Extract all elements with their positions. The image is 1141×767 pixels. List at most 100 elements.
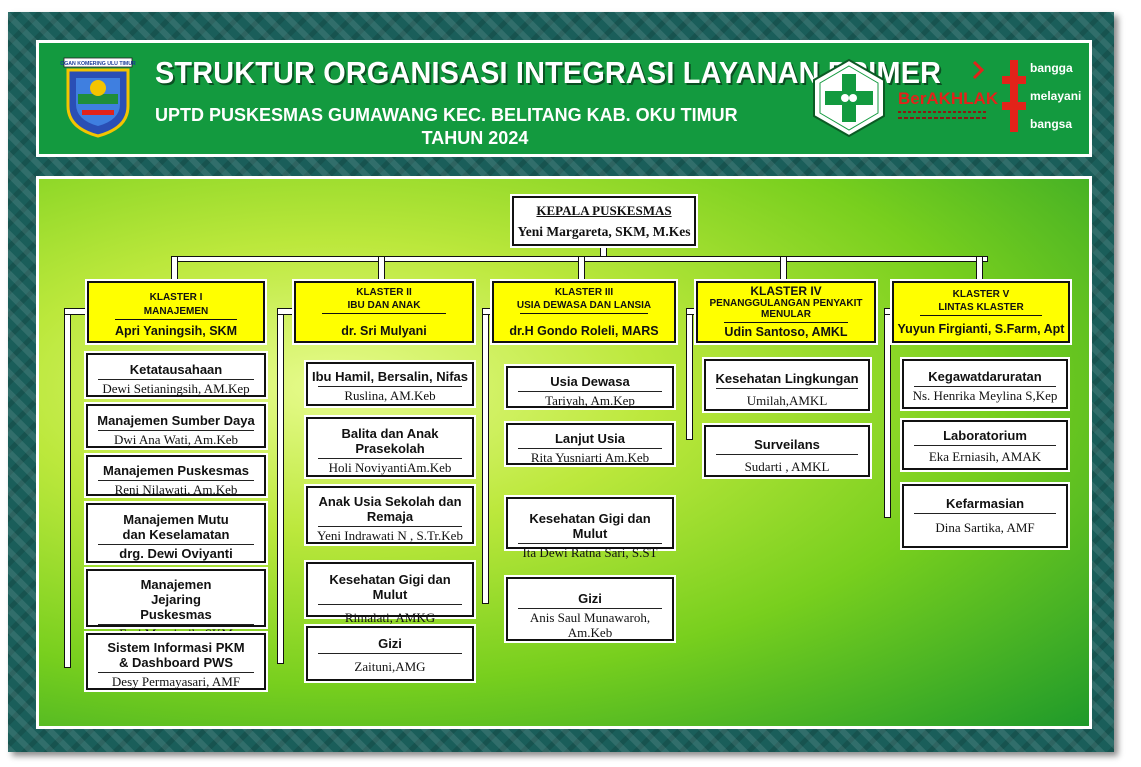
unit-person: Dewi Setianingsih, AM.Kep bbox=[102, 381, 250, 396]
cluster-number: KLASTER III bbox=[554, 287, 614, 298]
unit-person: Anis Saul Munawaroh, Am.Keb bbox=[529, 610, 651, 640]
unit-title: Lanjut Usia bbox=[554, 431, 626, 446]
cluster-name: IBU DAN ANAK bbox=[347, 300, 421, 311]
unit-title: Anak Usia Sekolah dan Remaja bbox=[318, 494, 462, 524]
cluster-name: MANAJEMEN bbox=[143, 306, 209, 317]
unit-box: Gizi Anis Saul Munawaroh, Am.Keb bbox=[506, 577, 674, 641]
unit-person: Umilah,AMKL bbox=[746, 393, 828, 408]
cluster-4-header: KLASTER IV PENANGGULANGAN PENYAKIT MENUL… bbox=[696, 281, 876, 343]
connector-line bbox=[64, 308, 71, 668]
cluster-number: KLASTER II bbox=[356, 287, 412, 298]
cluster-number: KLASTER V bbox=[952, 289, 1010, 300]
unit-title: Usia Dewasa bbox=[550, 374, 630, 389]
kepala-name: Yeni Margareta, SKM, M.Kes bbox=[517, 224, 691, 239]
bangga-melayani-logo-icon: bangga melayani bangsa bbox=[1002, 60, 1081, 132]
unit-box: Surveilans Sudarti , AMKL bbox=[704, 425, 870, 477]
melayani-text: melayani bbox=[1030, 89, 1081, 103]
unit-box: Laboratorium Eka Erniasih, AMAK bbox=[902, 420, 1068, 470]
unit-title: Balita dan Anak Prasekolah bbox=[341, 426, 439, 456]
unit-person: Holi NoviyantiAm.Keb bbox=[328, 460, 452, 475]
unit-person: Reni Nilawati, Am.Keb bbox=[114, 482, 238, 497]
unit-title: Manajemen Sumber Daya bbox=[97, 413, 255, 428]
unit-box: Gizi Zaituni,AMG bbox=[306, 626, 474, 681]
unit-title: Laboratorium bbox=[943, 428, 1027, 443]
cluster-name: USIA DEWASA DAN LANSIA bbox=[516, 300, 652, 311]
bangga-text: bangga bbox=[1030, 61, 1073, 75]
berakhlak-text: BerAKHLAK bbox=[898, 89, 999, 108]
cluster-2-header: KLASTER II IBU DAN ANAK dr. Sri Mulyani bbox=[294, 281, 474, 343]
unit-box: Kesehatan Lingkungan Umilah,AMKL bbox=[704, 359, 870, 411]
kepala-puskesmas-box: KEPALA PUSKESMAS Yeni Margareta, SKM, M.… bbox=[512, 196, 696, 246]
unit-person: Rimalati, AMKG bbox=[344, 610, 436, 625]
unit-title: Kegawatdaruratan bbox=[928, 369, 1042, 384]
unit-box: Manajemen Puskesmas Reni Nilawati, Am.Ke… bbox=[86, 455, 266, 497]
unit-box: Kesehatan Gigi dan Mulut Rimalati, AMKG bbox=[306, 562, 474, 625]
cluster-head: dr. Sri Mulyani bbox=[341, 324, 427, 338]
unit-title: Surveilans bbox=[754, 437, 820, 452]
unit-title: Ibu Hamil, Bersalin, Nifas bbox=[311, 369, 469, 384]
header-banner: STRUKTUR ORGANISASI INTEGRASI LAYANAN PR… bbox=[36, 40, 1092, 157]
unit-title: Gizi bbox=[578, 591, 602, 606]
connector-line bbox=[686, 308, 693, 440]
unit-box: Manajemen Mutu dan Keselamatan drg. Dewi… bbox=[86, 503, 266, 563]
connector-line bbox=[171, 256, 178, 282]
unit-person: Ita Dewi Ratna Sari, S.ST bbox=[522, 545, 658, 560]
unit-box: Ketatausahaan Dewi Setianingsih, AM.Kep bbox=[86, 353, 266, 397]
unit-person: Eka Erniasih, AMAK bbox=[928, 449, 1042, 464]
unit-box: Kegawatdaruratan Ns. Henrika Meylina S,K… bbox=[902, 359, 1068, 409]
unit-person: Ns. Henrika Meylina S,Kep bbox=[912, 388, 1058, 403]
page-subtitle: UPTD PUSKESMAS GUMAWANG KEC. BELITANG KA… bbox=[155, 105, 738, 125]
page-title: STRUKTUR ORGANISASI INTEGRASI LAYANAN PR… bbox=[155, 55, 942, 90]
puskesmas-logo-icon bbox=[813, 58, 885, 138]
unit-person: Ruslina, AM.Keb bbox=[344, 388, 436, 403]
unit-person: Yeni Indrawati N , S.Tr.Keb bbox=[317, 528, 463, 543]
regency-emblem-icon: OGAN KOMERING ULU TIMUR bbox=[60, 57, 136, 138]
unit-box: Anak Usia Sekolah dan Remaja Yeni Indraw… bbox=[306, 486, 474, 544]
unit-box: Manajemen Sumber Daya Dwi Ana Wati, Am.K… bbox=[86, 404, 266, 448]
connector-line bbox=[976, 256, 983, 282]
unit-title: Gizi bbox=[378, 636, 402, 651]
unit-person: Dina Sartika, AMF bbox=[935, 520, 1035, 535]
unit-box: Kefarmasian Dina Sartika, AMF bbox=[902, 484, 1068, 548]
cluster-5-header: KLASTER V LINTAS KLASTER Yuyun Firgianti… bbox=[892, 281, 1070, 343]
cluster-name: PENANGGULANGAN PENYAKIT MENULAR bbox=[709, 298, 863, 320]
cluster-head: Yuyun Firgianti, S.Farm, Apt bbox=[897, 322, 1065, 336]
connector-line bbox=[884, 308, 891, 518]
unit-title: Kefarmasian bbox=[945, 496, 1025, 511]
unit-box: Manajemen Jejaring Puskesmas Erni Murnia… bbox=[86, 569, 266, 641]
bangsa-text: bangsa bbox=[1030, 117, 1072, 131]
cluster-3-header: KLASTER III USIA DEWASA DAN LANSIA dr.H … bbox=[492, 281, 676, 343]
unit-box: Sistem Informasi PKM & Dashboard PWS Des… bbox=[86, 633, 266, 690]
unit-person: Zaituni,AMG bbox=[354, 659, 426, 674]
unit-title: Manajemen Puskesmas bbox=[103, 463, 249, 478]
cluster-1-header: KLASTER I MANAJEMEN Apri Yaningsih, SKM bbox=[87, 281, 265, 343]
unit-title: Manajemen Mutu dan Keselamatan bbox=[122, 512, 230, 542]
unit-title: Manajemen Jejaring Puskesmas bbox=[140, 577, 212, 622]
unit-person: Dwi Ana Wati, Am.Keb bbox=[113, 432, 238, 447]
unit-person: Desy Permayasari, AMF bbox=[111, 674, 241, 689]
connector-line bbox=[64, 308, 88, 315]
unit-person: Tariyah, Am.Kep bbox=[545, 393, 635, 408]
unit-title: Ketatausahaan bbox=[129, 362, 223, 377]
unit-box: Ibu Hamil, Bersalin, Nifas Ruslina, AM.K… bbox=[306, 362, 474, 406]
cluster-number: KLASTER I bbox=[149, 292, 203, 303]
connector-line bbox=[780, 256, 787, 282]
kepala-title: KEPALA PUSKESMAS bbox=[536, 203, 672, 218]
cluster-number: KLASTER IV bbox=[750, 284, 822, 298]
cluster-name: LINTAS KLASTER bbox=[938, 302, 1024, 313]
connector-line bbox=[277, 308, 284, 664]
unit-box: Kesehatan Gigi dan Mulut Ita Dewi Ratna … bbox=[506, 497, 674, 560]
unit-box: Usia Dewasa Tariyah, Am.Kep bbox=[506, 366, 674, 408]
cluster-head: Apri Yaningsih, SKM bbox=[114, 324, 237, 338]
berakhlak-logo-icon: BerAKHLAK bbox=[898, 60, 999, 119]
connector-line bbox=[482, 308, 489, 604]
unit-title: Sistem Informasi PKM & Dashboard PWS bbox=[107, 640, 245, 670]
cluster-head: dr.H Gondo Roleli, MARS bbox=[509, 324, 659, 338]
connector-line bbox=[378, 256, 385, 282]
unit-person: drg. Dewi Oviyanti bbox=[119, 546, 233, 561]
cluster-head: Udin Santoso, AMKL bbox=[724, 325, 848, 339]
page-year: TAHUN 2024 bbox=[421, 128, 529, 148]
connector-line bbox=[578, 256, 585, 282]
unit-box: Balita dan Anak Prasekolah Holi Noviyant… bbox=[306, 417, 474, 477]
unit-title: Kesehatan Gigi dan Mulut bbox=[529, 511, 651, 541]
